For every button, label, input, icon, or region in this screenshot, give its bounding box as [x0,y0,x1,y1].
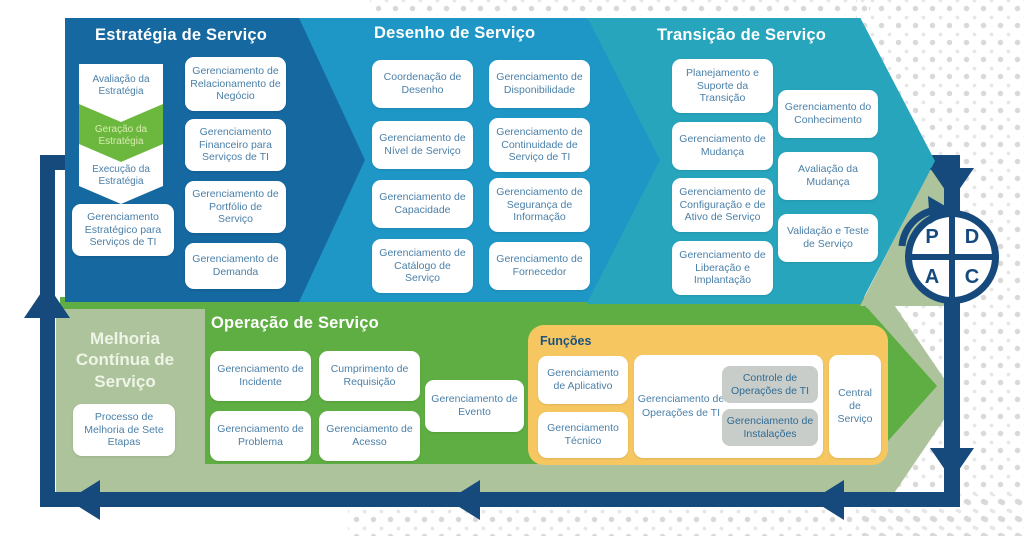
box-continuity-management: Gerenciamento de Continuidade de Serviço… [489,118,590,172]
box-configuration-management: Gerenciamento de Configuração e de Ativo… [672,178,773,232]
box-capacity-management: Gerenciamento de Capacidade [372,180,473,228]
operation-title: Operação de Serviço [211,314,379,332]
box-supplier-management: Gerenciamento de Fornecedor [489,242,590,290]
box-technical-management: Gerenciamento Técnico [538,412,628,458]
arrow-left-2-icon [448,480,480,520]
box-strategic-management: Gerenciamento Estratégico para Serviços … [72,204,174,256]
box-information-security: Gerenciamento de Segurança de Informação [489,178,590,232]
it-operations-label: Gerenciamento de Operações de TI [637,393,725,419]
arrow-down-top-icon [930,168,974,200]
design-title: Desenho de Serviço [374,24,536,42]
box-transition-planning: Planejamento e Suporte da Transição [672,59,773,113]
strategy-title: Estratégia de Serviço [95,26,268,44]
box-service-level: Gerenciamento de Nível de Serviço [372,121,473,169]
pdca-horizontal-divider [909,254,995,260]
box-release-deployment: Gerenciamento de Liberação e Implantação [672,241,773,295]
arrow-up-icon [24,284,70,318]
box-it-operations-control: Controle de Operações de TI [722,366,818,403]
pdca-check: C [964,265,980,288]
box-demand-management: Gerenciamento de Demanda [185,243,286,289]
box-validation-testing: Validação e Teste de Serviço [778,214,878,262]
dots-pattern-top [370,0,870,16]
box-event-management: Gerenciamento de Evento [425,380,524,432]
box-problem-management: Gerenciamento de Problema [210,411,311,461]
transition-title: Transição de Serviço [657,26,827,44]
box-portfolio-management: Gerenciamento de Portfólio de Serviço [185,181,286,233]
box-change-evaluation: Avaliação da Mudança [778,152,878,200]
box-service-catalog: Gerenciamento de Catálogo de Serviço [372,239,473,293]
box-request-fulfillment: Cumprimento de Requisição [319,351,420,401]
continual-improvement-title: Melhoria Contínua de Serviço [75,329,175,391]
pdca-cycle-arrow-icon [898,196,952,247]
arrow-left-1-icon [68,480,100,520]
arrow-down-bottom-icon [930,448,974,480]
box-design-coordination: Coordenação de Desenho [372,60,473,108]
functions-label: Funções [540,334,592,348]
pdca-plan: P [925,225,939,248]
box-change-management: Gerenciamento de Mudança [672,122,773,170]
box-access-management: Gerenciamento de Acesso [319,411,420,461]
box-seven-step-improvement: Processo de Melhoria de Sete Etapas [73,404,175,456]
box-availability-management: Gerenciamento de Disponibilidade [489,60,590,108]
box-service-desk: Central de Serviço [829,355,881,458]
pdca-do: D [964,225,980,248]
box-incident-management: Gerenciamento de Incidente [210,351,311,401]
box-facilities-management: Gerenciamento de Instalações [722,409,818,446]
box-application-management: Gerenciamento de Aplicativo [538,356,628,404]
arrow-left-3-icon [812,480,844,520]
box-financial-management: Gerenciamento Financeiro para Serviços d… [185,119,286,171]
box-business-relationship: Gerenciamento de Relacionamento de Negóc… [185,57,286,111]
box-knowledge-management: Gerenciamento do Conhecimento [778,90,878,138]
pdca-act: A [924,265,940,288]
